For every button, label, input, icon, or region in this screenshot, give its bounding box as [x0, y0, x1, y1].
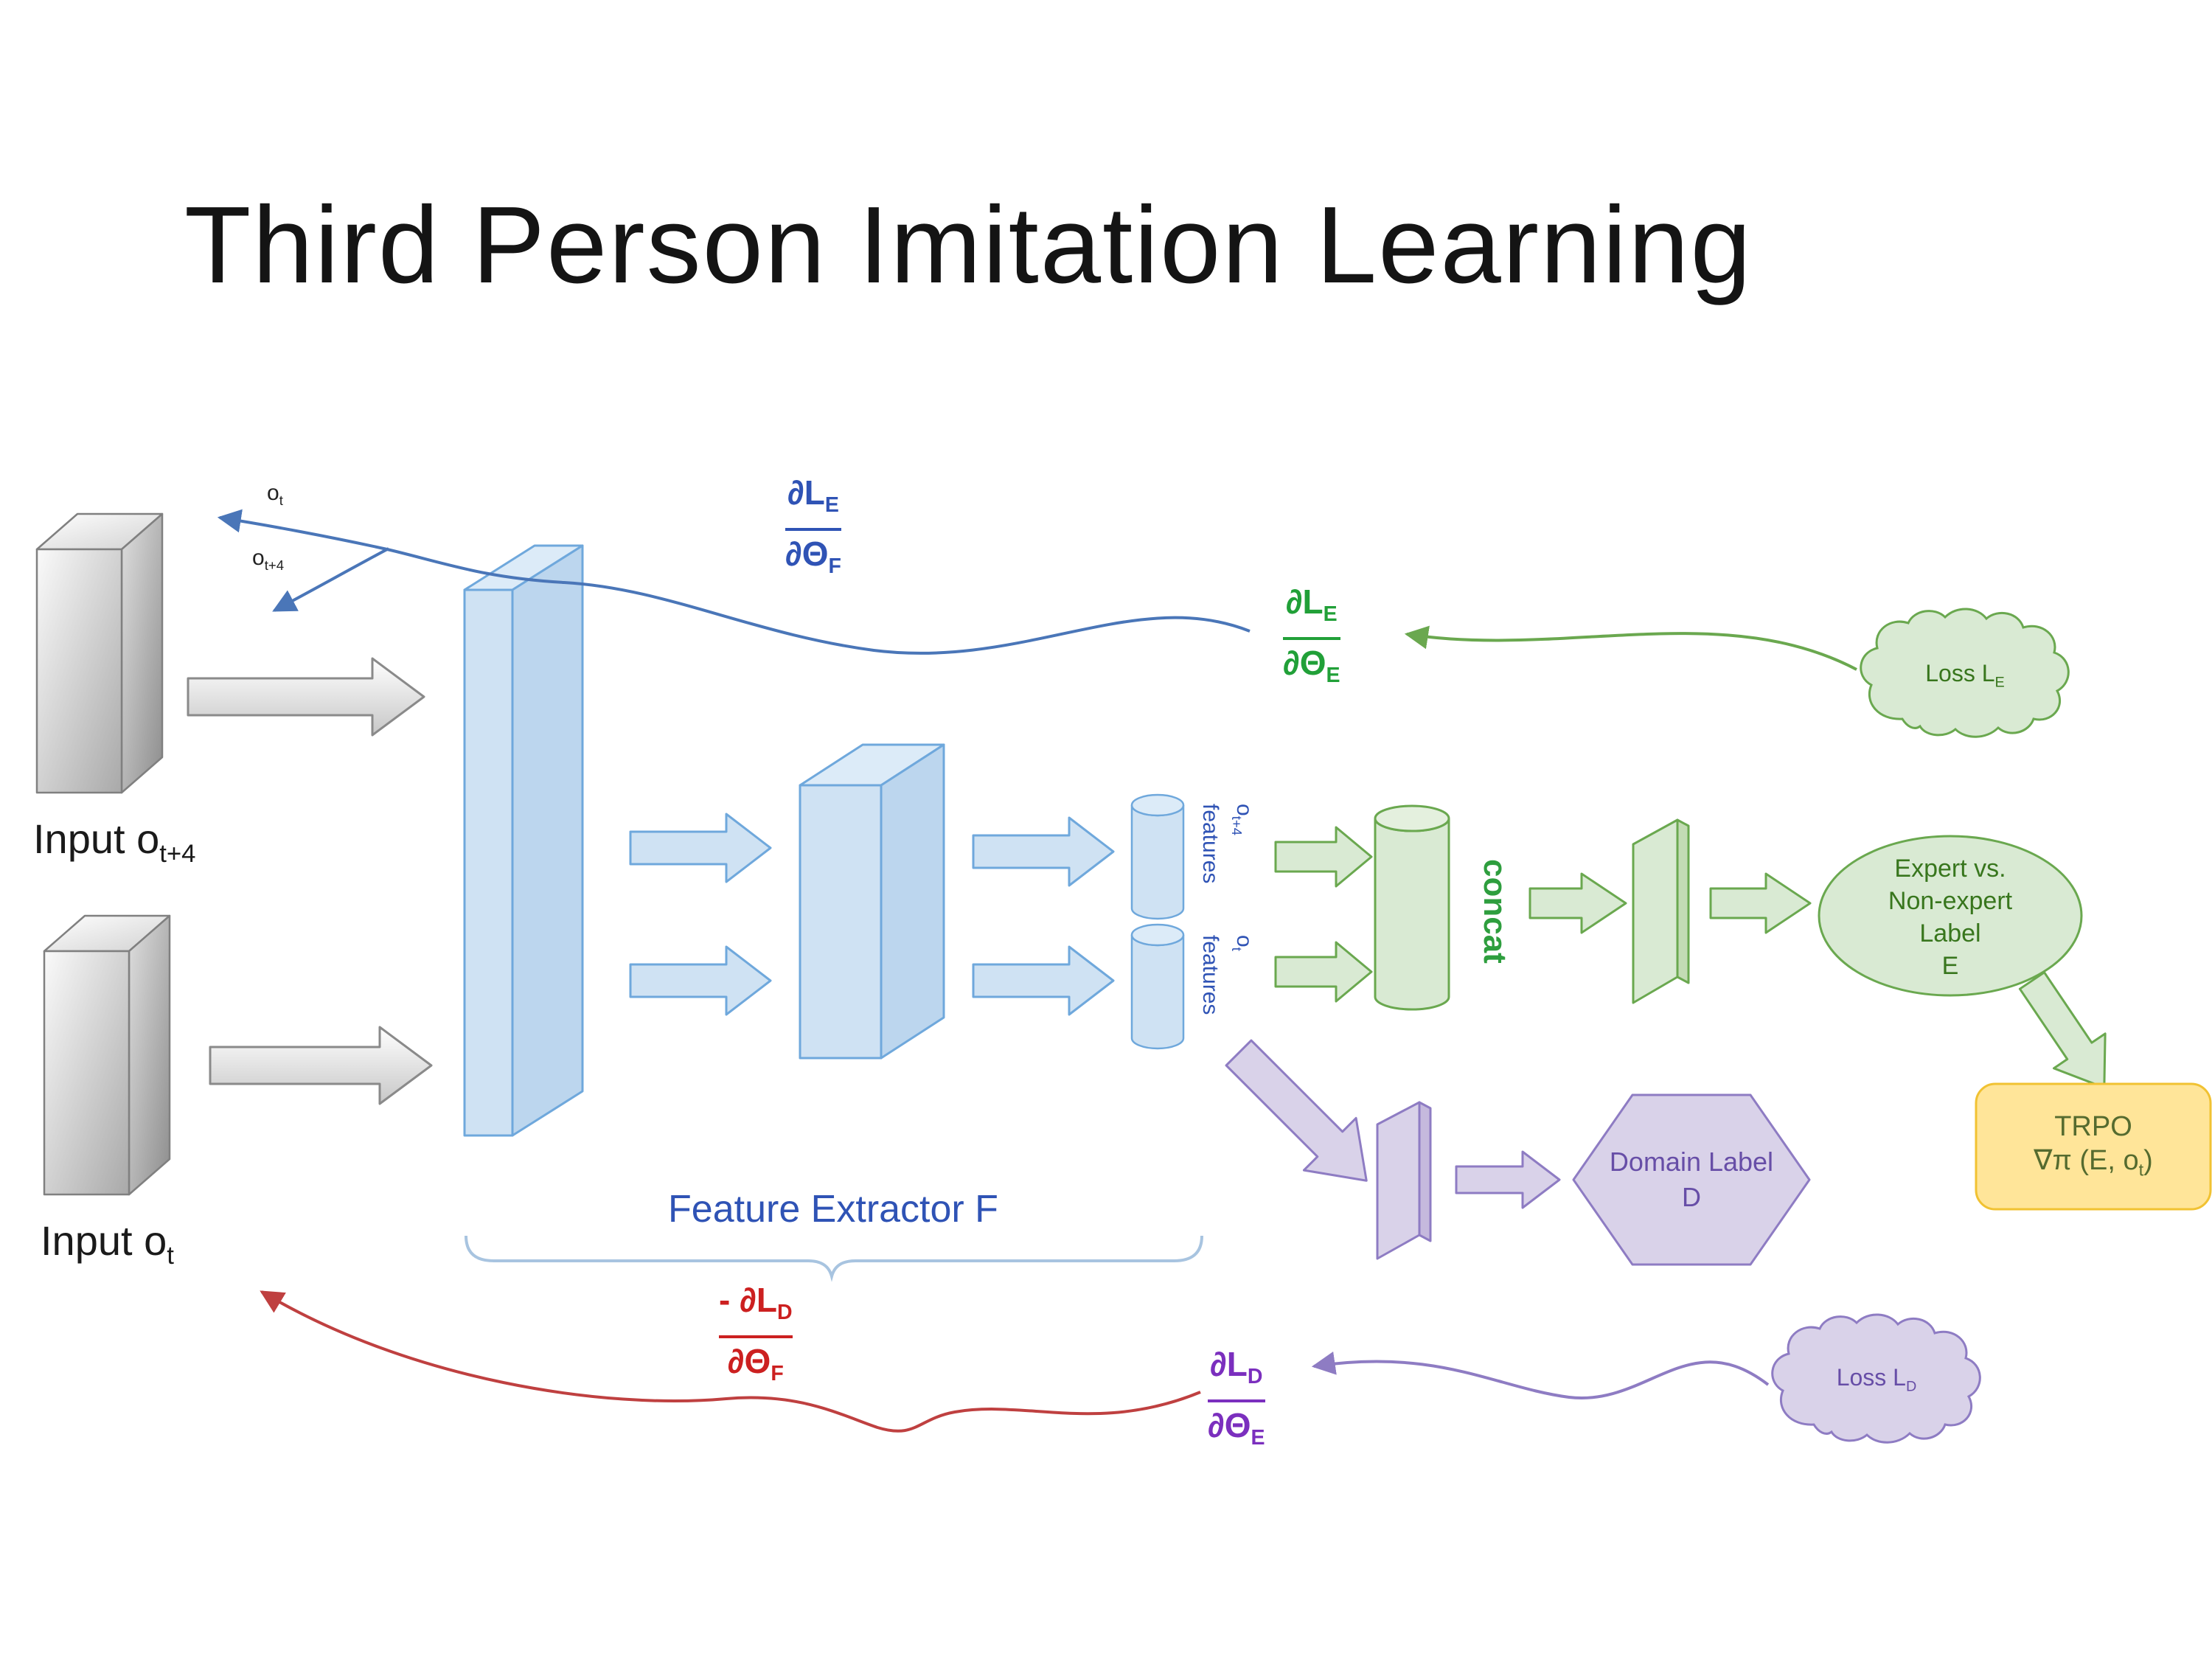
expert-label-arrow — [1709, 872, 1812, 934]
frac-denominator: ∂ΘE — [1208, 1406, 1265, 1450]
expert-label-text: Expert vs. Non-expert Label E — [1888, 855, 2013, 980]
frac-denominator: ∂ΘF — [727, 1342, 784, 1386]
feature-extractor-brace — [465, 1235, 1203, 1282]
concat-arrow-bottom — [1274, 941, 1373, 1003]
feature-extractor-layer2 — [799, 743, 945, 1060]
fraction-bar — [785, 528, 841, 532]
input-arrow-bottom — [209, 1026, 433, 1105]
frac-numerator: ∂LE — [1285, 582, 1338, 627]
trpo-text: TRPO ∇π (E, ot) — [2034, 1111, 2153, 1180]
trpo-box — [1975, 1082, 2212, 1211]
features-arrow-2 — [972, 945, 1115, 1016]
input-label-bottom: Input ot — [41, 1217, 174, 1270]
fraction-bar — [719, 1335, 793, 1339]
gradient-fraction-blue: ∂LE ∂ΘF — [785, 472, 841, 587]
feature-extractor-label: Feature Extractor F — [668, 1188, 998, 1231]
feature-extractor-layer1 — [463, 544, 584, 1137]
backprop-curve-blue — [217, 509, 1251, 655]
features-label-top: ot+4 features — [1198, 804, 1256, 884]
input-box-bottom — [43, 914, 171, 1196]
gradient-fraction-green: ∂LE ∂ΘE — [1283, 581, 1340, 696]
concat-cylinder — [1374, 804, 1450, 1011]
classifier-arrow — [1528, 872, 1627, 934]
expert-classifier-plane — [1632, 818, 1690, 1004]
domain-label-arrow — [1455, 1150, 1561, 1209]
slide-title: Third Person Imitation Learning — [184, 184, 1753, 306]
conv-arrow-2 — [629, 945, 772, 1016]
frac-denominator: ∂ΘF — [785, 535, 841, 579]
frac-numerator: - ∂LD — [719, 1281, 793, 1325]
input-label-top: Input ot+4 — [33, 815, 196, 869]
conv-arrow-1 — [629, 813, 772, 883]
input-arrow-top — [187, 657, 425, 737]
backprop-curve-purple — [1311, 1351, 1770, 1400]
features-cylinder-bottom — [1130, 923, 1185, 1050]
loss-le-cloud — [1860, 608, 2070, 738]
fraction-bar — [1208, 1399, 1265, 1403]
features-cylinder-top — [1130, 793, 1185, 920]
loss-ld-text: Loss LD — [1836, 1364, 1917, 1395]
domain-branch-arrow — [1225, 1039, 1368, 1182]
domain-label-hexagon — [1572, 1093, 1811, 1266]
features-arrow-1 — [972, 816, 1115, 887]
gradient-fraction-red: - ∂LD ∂ΘF — [719, 1279, 793, 1394]
domain-classifier-plane — [1376, 1101, 1432, 1260]
trpo-arrow — [2018, 971, 2107, 1089]
backprop-curve-blue-branch — [272, 547, 389, 612]
concat-label: concat — [1477, 859, 1513, 964]
flow-label-ot4: ot+4 — [252, 546, 285, 573]
features-label-bottom: ot features — [1198, 935, 1256, 1015]
frac-numerator: ∂LD — [1210, 1345, 1263, 1389]
fraction-bar — [1283, 637, 1340, 641]
gradient-fraction-purple: ∂LD ∂ΘE — [1208, 1343, 1265, 1458]
flow-label-ot: ot — [267, 481, 283, 508]
frac-numerator: ∂LE — [787, 473, 839, 518]
frac-denominator: ∂ΘE — [1283, 644, 1340, 688]
backprop-curve-green — [1404, 625, 1857, 671]
input-box-top — [35, 512, 164, 794]
loss-ld-cloud — [1771, 1313, 1981, 1444]
concat-arrow-top — [1274, 826, 1373, 888]
loss-le-text: Loss LE — [1925, 660, 2005, 691]
backprop-curve-red — [260, 1290, 1201, 1433]
domain-label-text: Domain Label D — [1609, 1147, 1774, 1212]
expert-label-ellipse — [1818, 835, 2083, 997]
